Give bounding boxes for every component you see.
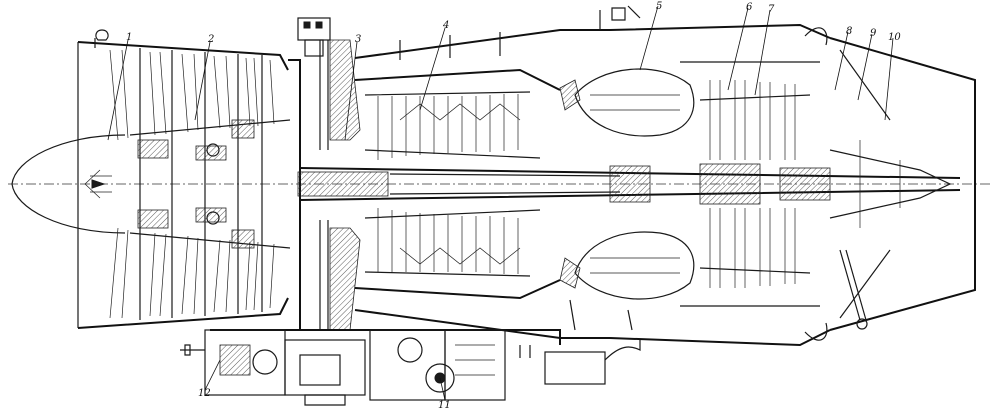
front-bearing-housings [137,119,255,249]
fan-blades-lower [109,227,275,319]
fan-blades-upper [109,49,291,249]
fan-casing [77,29,289,329]
exhaust-nozzle [804,27,976,341]
callout-8: 8 [846,26,852,37]
callout-12: 12 [198,388,211,399]
callout-9: 9 [870,28,877,39]
callout-10: 10 [888,32,901,43]
callout-6: 6 [746,2,753,13]
combustion-chamber [559,5,695,300]
callout-1: 1 [126,32,132,43]
rear-mount-strut [839,249,868,330]
hp-compressor [354,68,561,300]
callout-3: 3 [355,34,361,45]
turbine-section [609,23,831,347]
callout-11: 11 [438,400,451,411]
callout-7: 7 [768,4,775,15]
accessory-gearbox [180,299,641,406]
callout-5: 5 [656,1,662,12]
callout-4: 4 [442,20,449,31]
nose-cone [11,134,126,234]
callout-leader-lines [107,5,894,401]
callout-2: 2 [207,34,214,45]
main-rotor-shaft [297,163,961,205]
intermediate-casing [288,17,361,331]
